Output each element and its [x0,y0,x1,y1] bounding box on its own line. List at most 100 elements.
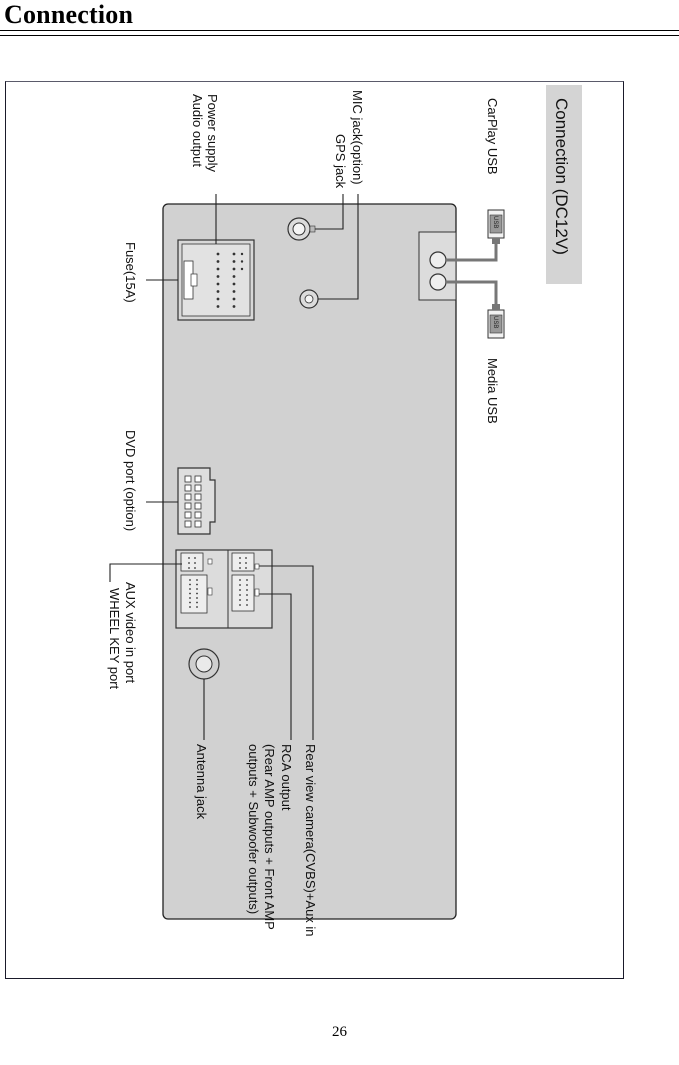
svg-text:USB: USB [492,216,498,228]
connector-pin [194,567,196,569]
connector-pin [216,267,220,271]
connector-pin [232,252,236,256]
connector-pin [194,511,202,519]
connector-pin [184,502,192,510]
media-usb-socket [429,273,447,291]
connector-pin [189,597,191,599]
label-dvd-port: DVD port (option) [123,430,138,531]
connector-pin [232,267,236,271]
connector-pin [239,584,241,586]
connector-pin [194,520,202,528]
label-rear-view-camera: Rear view camera(CVBS)+Aux in [303,744,318,937]
label-aux-video: AUX video in port [123,582,138,684]
svg-text:USB: USB [492,316,498,328]
connector-pin [184,520,192,528]
connector-pin [184,493,192,501]
gps-leader-line [315,194,344,230]
connector-pin [246,589,248,591]
connector-pin [216,297,220,301]
connector-pin [232,290,236,293]
connector-pin [196,606,198,608]
header-rule-thin [0,35,679,36]
carplay-usb-plug: USB [487,209,505,244]
connector-pin [189,601,191,604]
connector-pin [245,567,247,569]
connector-pin [196,592,198,595]
connector-pin [194,484,202,492]
connector-pin [239,579,241,581]
connector-pin [216,252,220,256]
aux-port-pins [188,557,248,608]
connection-diagram: Connection (DC12V) USB USB CarPlay USB M… [107,85,582,937]
diagram-title-box [546,85,582,284]
connector-pin [239,557,241,559]
connector-pin [189,606,191,608]
connector-pin [184,484,192,492]
aux-leader-line [109,563,182,582]
connector-pin [196,601,198,604]
aux-port-group [175,549,273,629]
connector-pin [239,599,241,601]
connector-pin [188,562,190,564]
connector-pin [232,260,236,263]
connector-pin [246,599,248,601]
page-number: 26 [332,1024,347,1040]
connector-pin [216,260,220,263]
label-gps-jack: GPS jack [333,134,348,189]
mic-leader-line [318,194,359,300]
connector-pin [188,557,190,559]
connector-pin [246,584,248,586]
media-usb-plug: USB [487,304,505,339]
connector-pin [184,511,192,519]
connector-pin [196,579,198,581]
connector-pin [184,475,192,483]
label-rca-description-2: outputs + Subwoofer outputs) [246,744,261,914]
rear-view-leader-line [259,565,314,740]
connector-pin [240,267,244,271]
connector-pin [194,502,202,510]
connector-pin [189,583,191,586]
label-audio-output: Audio output [190,94,205,167]
dvd-port-pins [184,475,202,528]
label-rca-output: RCA output [279,744,294,811]
label-mic-jack: MIC jack(option) [350,90,365,185]
connector-pin [232,282,236,286]
connector-pin [245,557,247,559]
connector-pin [239,594,241,596]
carplay-usb-cable [446,244,498,262]
connector-pin [196,597,198,599]
connector-pin [189,592,191,595]
diagram-title: Connection (DC12V) [552,98,571,255]
connector-pin [194,493,202,501]
rca-leader-line [259,593,292,740]
connector-pin [194,562,196,564]
connector-pin [246,594,248,596]
connector-pin [239,604,241,606]
connector-pin [194,557,196,559]
label-media-usb: Media USB [485,358,500,424]
connector-pin [196,588,198,590]
media-usb-cable [446,280,498,304]
connector-pin [239,589,241,591]
connector-pin [189,579,191,581]
power-supply-connector [177,239,255,321]
label-antenna: Antenna jack [194,744,209,820]
label-wheel-key: WHEEL KEY port [107,588,122,690]
connection-diagram-frame: Connection (DC12V) USB USB CarPlay USB M… [5,81,624,979]
connector-pin [232,297,236,301]
antenna-jack [188,648,220,680]
connector-pin [245,562,247,564]
connector-pin [189,588,191,590]
connector-pin [232,305,236,308]
page-header-title: Connection [4,0,134,29]
label-carplay-usb: CarPlay USB [485,98,500,175]
connector-pin [216,282,220,286]
connector-pin [239,562,241,564]
connector-pin [194,475,202,483]
connector-pin [196,583,198,586]
connector-pin [232,275,236,278]
connector-pin [216,290,220,293]
label-fuse: Fuse(15A) [123,242,138,303]
header-rule-thick [0,30,679,31]
power-supply-pins [216,252,244,308]
